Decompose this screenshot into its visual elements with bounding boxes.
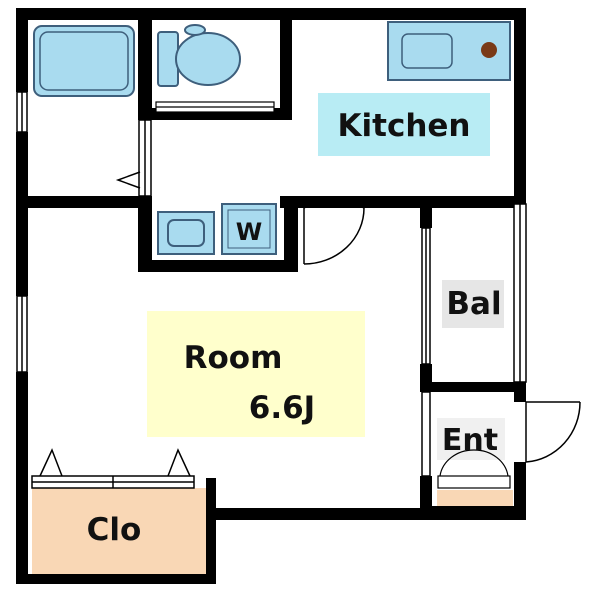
wall-right-bal-end	[514, 382, 526, 402]
wall-room-right-lower	[420, 364, 432, 392]
wall-bath-right	[138, 8, 152, 120]
room-door	[303, 199, 365, 265]
toilet-icon	[157, 24, 241, 87]
room-label: Room	[184, 340, 283, 376]
wall-wash-right	[284, 196, 298, 272]
wall-toilet-right	[280, 8, 292, 120]
wall-top	[16, 8, 526, 20]
closet-doors	[31, 448, 195, 489]
wash-basin-icon	[157, 211, 215, 255]
wall-bath-bottom	[16, 196, 146, 208]
wall-left-lower	[16, 372, 28, 584]
wall-wash-left	[138, 196, 152, 272]
wall-right-ent-end	[514, 462, 526, 520]
wall-wash-bottom	[138, 260, 298, 272]
window-entrance-side	[421, 391, 431, 477]
wall-left-mid	[16, 132, 28, 296]
entrance-label: Ent	[442, 423, 498, 458]
stove-burner-icon	[481, 42, 497, 58]
entrance-mat	[437, 490, 513, 506]
wall-left-upper	[16, 8, 28, 92]
wall-closet-right	[206, 478, 216, 584]
balcony-label-bg	[442, 280, 504, 328]
wall-kitchen-bottom-right	[300, 196, 526, 208]
wall-ent-partition	[420, 382, 526, 392]
kitchen-label: Kitchen	[337, 108, 470, 144]
kitchen-counter	[387, 21, 511, 81]
wall-bottom-closet	[16, 574, 216, 584]
room-size-label: 6.6J	[249, 390, 315, 426]
closet-fill	[32, 488, 206, 574]
shoe-cabinet	[437, 449, 511, 489]
wall-room-bottom	[206, 508, 422, 520]
front-door	[525, 401, 581, 463]
room-label-bg	[147, 311, 365, 437]
wall-entrance-bottom	[420, 506, 526, 520]
closet-label: Clo	[87, 512, 142, 548]
entrance-label-bg	[437, 418, 505, 460]
wall-right-top	[514, 8, 526, 204]
kitchen-label-bg	[318, 93, 490, 156]
bath-door	[115, 119, 152, 197]
wall-ent-left-lower	[420, 476, 432, 520]
balcony-label: Bal	[446, 286, 501, 322]
toilet-door	[155, 101, 275, 113]
washer-label: W	[236, 218, 262, 246]
windows	[16, 91, 527, 477]
